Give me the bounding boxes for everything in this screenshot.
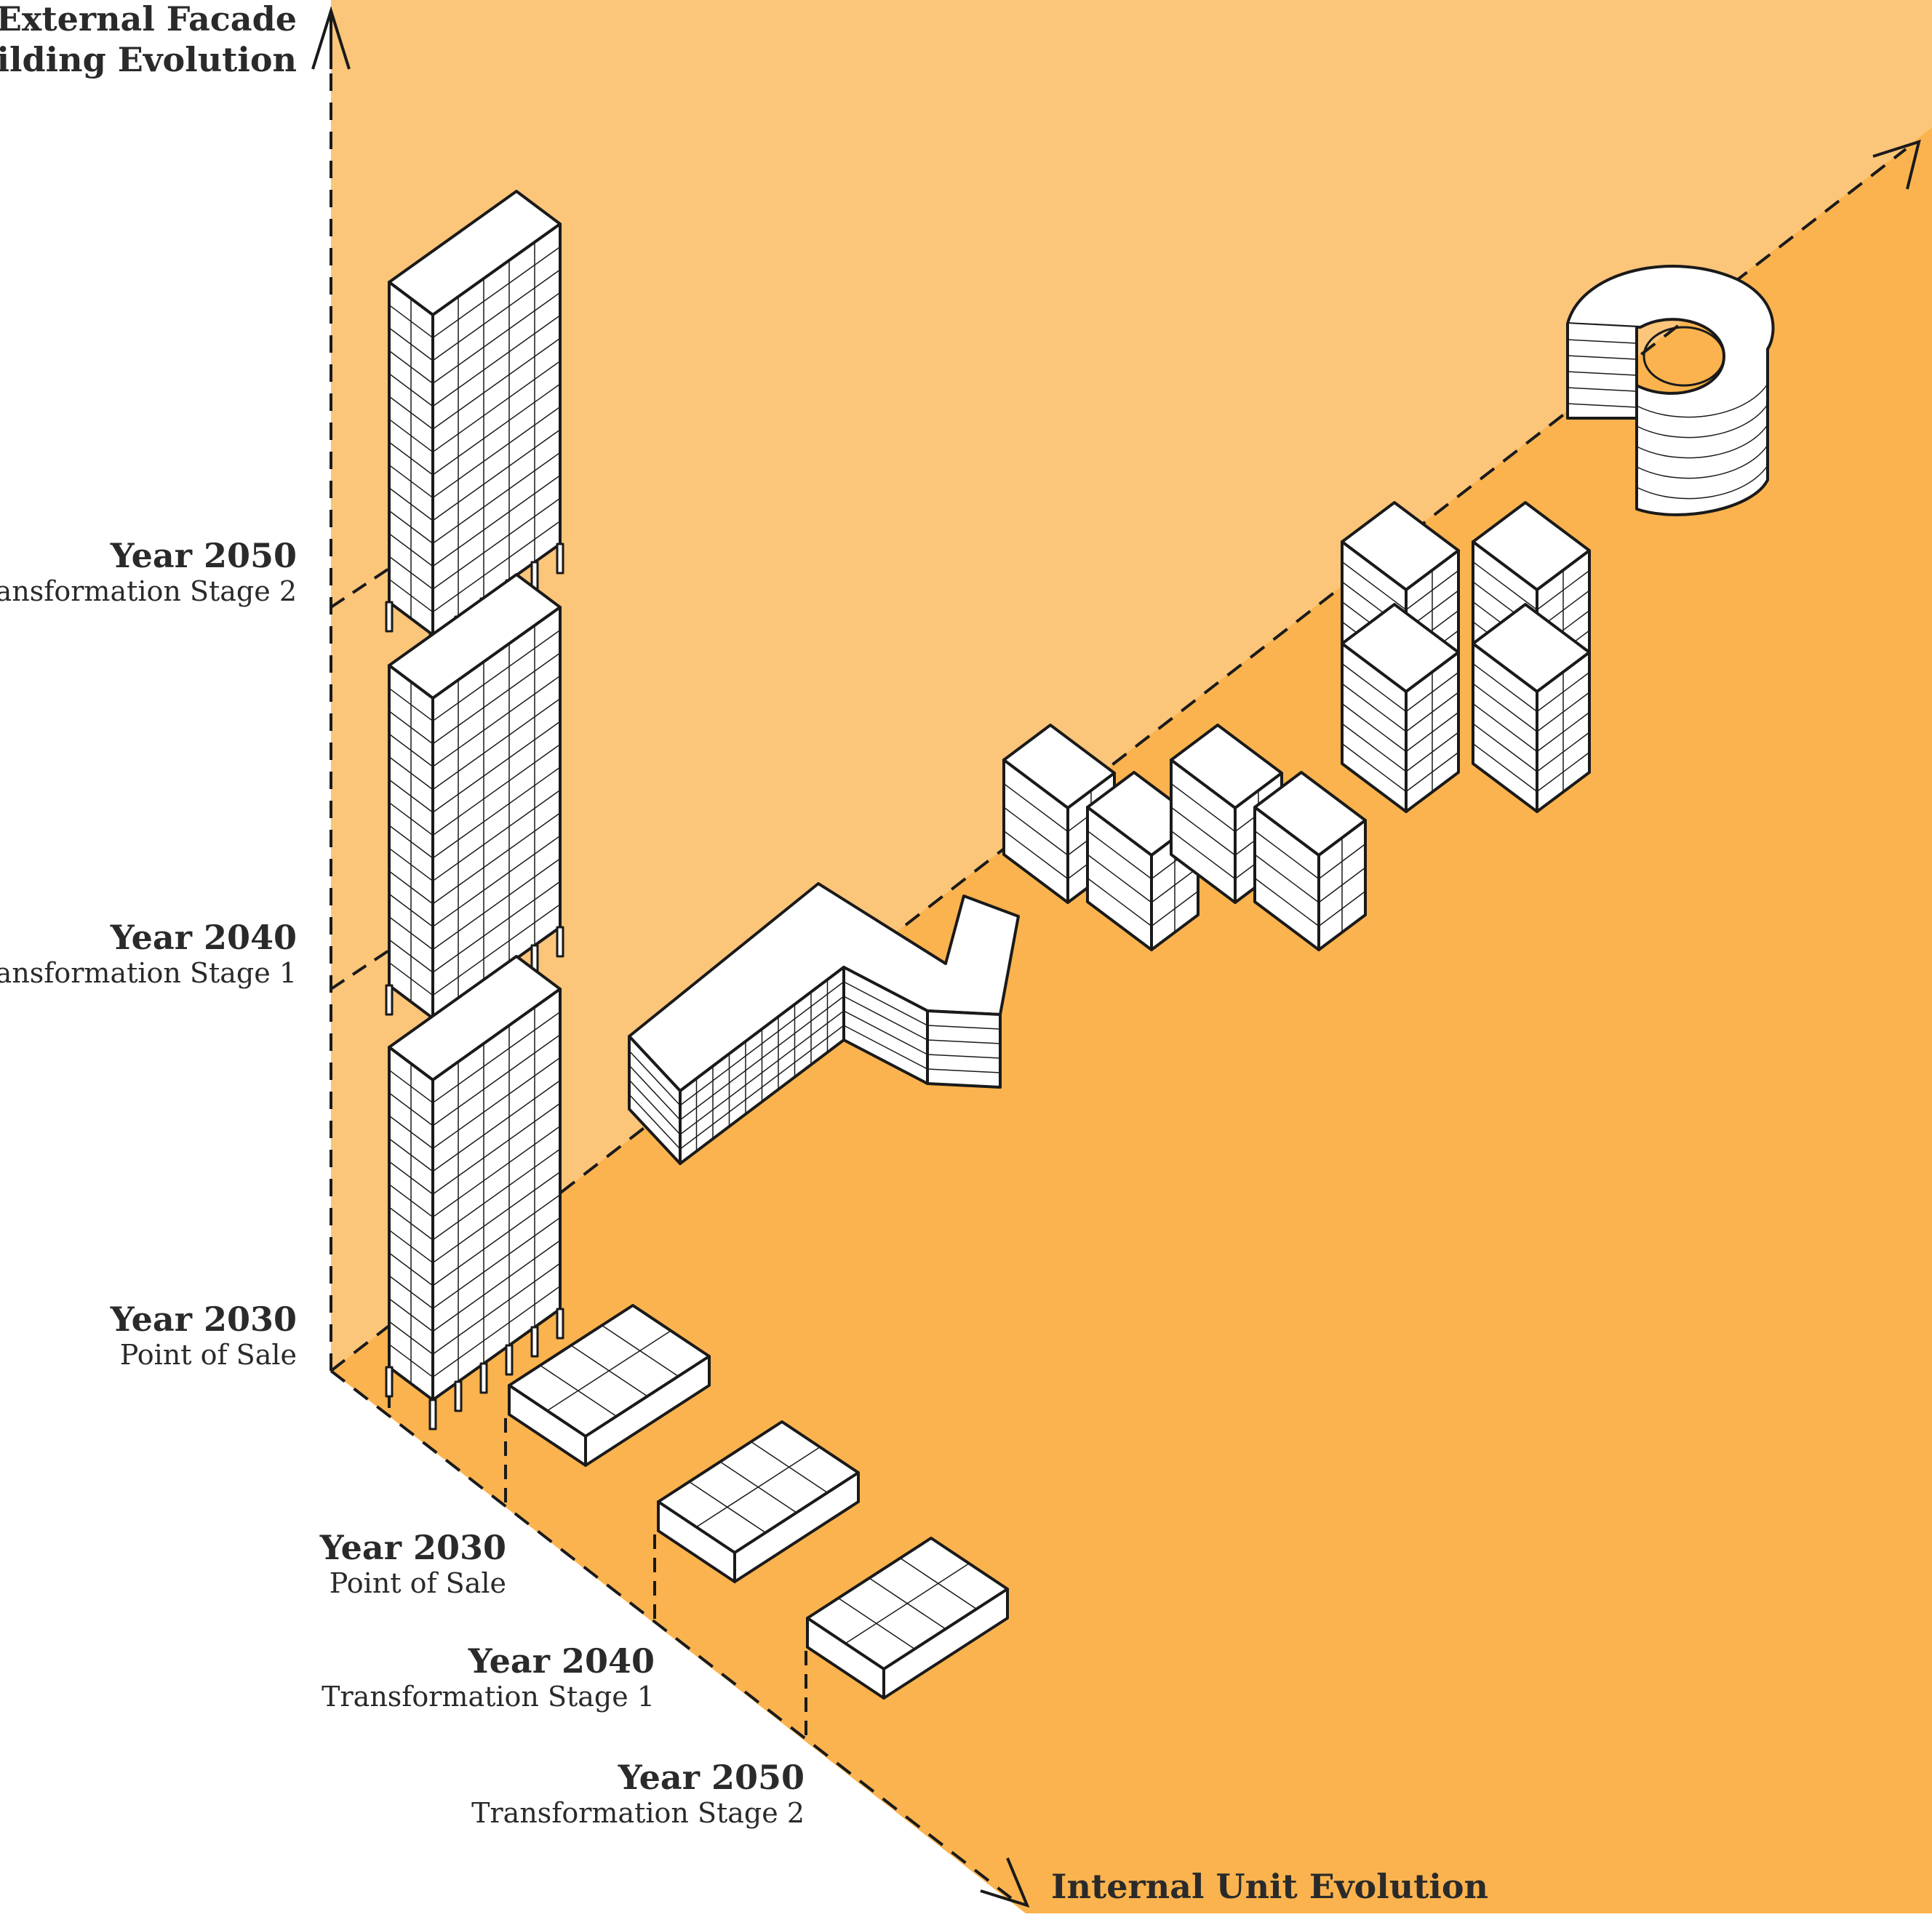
tower-2030: [385, 955, 564, 1430]
vertical-axis-title-line2: Building Evolution: [0, 40, 297, 79]
vertical-axis-title-line1: External Facade: [0, 0, 297, 39]
facade-year-2040: Year 2040: [110, 918, 297, 957]
linear-block-face-d: [926, 1009, 1002, 1089]
facade-stage-2040: Transformation Stage 1: [0, 957, 297, 989]
unit-plan-2030: [508, 1304, 711, 1467]
unit-plan-side-right: [733, 1471, 860, 1583]
diagonal-axis-arrowhead: [1872, 140, 1921, 190]
unit-year-2030: Year 2030: [319, 1528, 506, 1567]
unit-plan-2040: [657, 1420, 860, 1583]
unit-year-2050: Year 2050: [618, 1758, 805, 1797]
unit-stage-2030: Point of Sale: [329, 1567, 506, 1599]
facade-stage-2030: Point of Sale: [119, 1339, 297, 1371]
unit-plan-side-right: [584, 1355, 711, 1467]
guide-2050: [330, 562, 398, 609]
tower-2050: [385, 190, 564, 665]
cross-arm-front-left: [1341, 603, 1460, 813]
ring-block-courtyard: [1642, 326, 1725, 387]
unit-axis-arrowhead: [980, 1857, 1030, 1908]
facade-year-2030: Year 2030: [110, 1300, 297, 1339]
facade-year-2050: Year 2050: [110, 536, 297, 575]
unit-stage-2050: Transformation Stage 2: [471, 1797, 805, 1829]
horizontal-axis-title: Internal Unit Evolution: [1051, 1867, 1488, 1906]
unit-plan-2050: [806, 1537, 1009, 1700]
ring-block: [1566, 265, 1775, 516]
cross-arm-front-right: [1472, 603, 1591, 813]
linear-block: [628, 882, 1020, 1165]
tower-2040: [385, 573, 564, 1049]
unit-stage-2040: Transformation Stage 1: [322, 1681, 655, 1713]
facade-stage-2050: Transformation Stage 2: [0, 575, 297, 607]
ring-block-face: [1566, 324, 1638, 420]
unit-plan-side-right: [882, 1588, 1009, 1700]
guide-2040: [330, 944, 398, 990]
courtyard-block-4: [1253, 771, 1367, 951]
unit-year-2040: Year 2040: [468, 1641, 655, 1681]
